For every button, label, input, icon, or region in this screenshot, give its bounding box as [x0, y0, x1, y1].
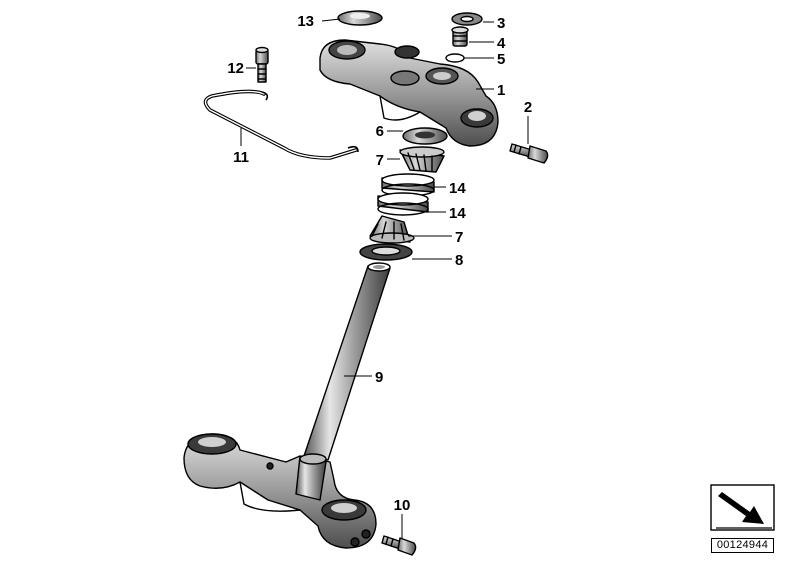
screw-4 — [451, 26, 469, 47]
callout-7-upper: 7 — [376, 152, 384, 169]
lower-triple-clamp — [183, 433, 377, 549]
callout-12: 12 — [227, 60, 244, 77]
upper-triple-clamp — [319, 39, 499, 147]
screw-10 — [381, 535, 417, 556]
taper-bearing-lower-7 — [369, 215, 415, 244]
callout-9: 9 — [375, 369, 383, 386]
callout-14-upper: 14 — [449, 180, 466, 197]
callout-3: 3 — [497, 15, 505, 32]
callout-7-lower: 7 — [455, 229, 463, 246]
callout-11: 11 — [233, 149, 249, 166]
callout-6: 6 — [376, 123, 384, 140]
callout-4: 4 — [497, 35, 506, 52]
o-ring-5 — [445, 53, 465, 63]
taper-bearing-upper-7 — [399, 146, 445, 173]
callout-1: 1 — [497, 82, 505, 99]
washer-3 — [451, 12, 483, 26]
callout-8: 8 — [455, 252, 463, 269]
steering-stem-9 — [303, 262, 391, 461]
direction-arrow-icon — [710, 484, 775, 531]
callout-10: 10 — [394, 497, 411, 514]
washer-8 — [359, 243, 413, 261]
callout-13: 13 — [297, 13, 314, 30]
leader-lines — [240, 18, 529, 538]
callout-2: 2 — [524, 99, 532, 116]
wire-bracket-11 — [203, 89, 359, 160]
screw-2 — [509, 143, 549, 164]
bearing-race-upper-14 — [381, 173, 435, 197]
cap-13 — [337, 10, 383, 26]
dust-seal-6 — [402, 127, 448, 145]
callout-labels: 13 3 4 5 12 1 2 6 11 7 14 14 7 8 9 10 — [227, 13, 532, 514]
bearing-race-lower-14 — [377, 192, 429, 216]
screw-12 — [255, 46, 269, 83]
diagram-id-label: 00124944 — [711, 538, 774, 553]
callout-14-lower: 14 — [449, 205, 466, 222]
callout-5: 5 — [497, 51, 505, 68]
